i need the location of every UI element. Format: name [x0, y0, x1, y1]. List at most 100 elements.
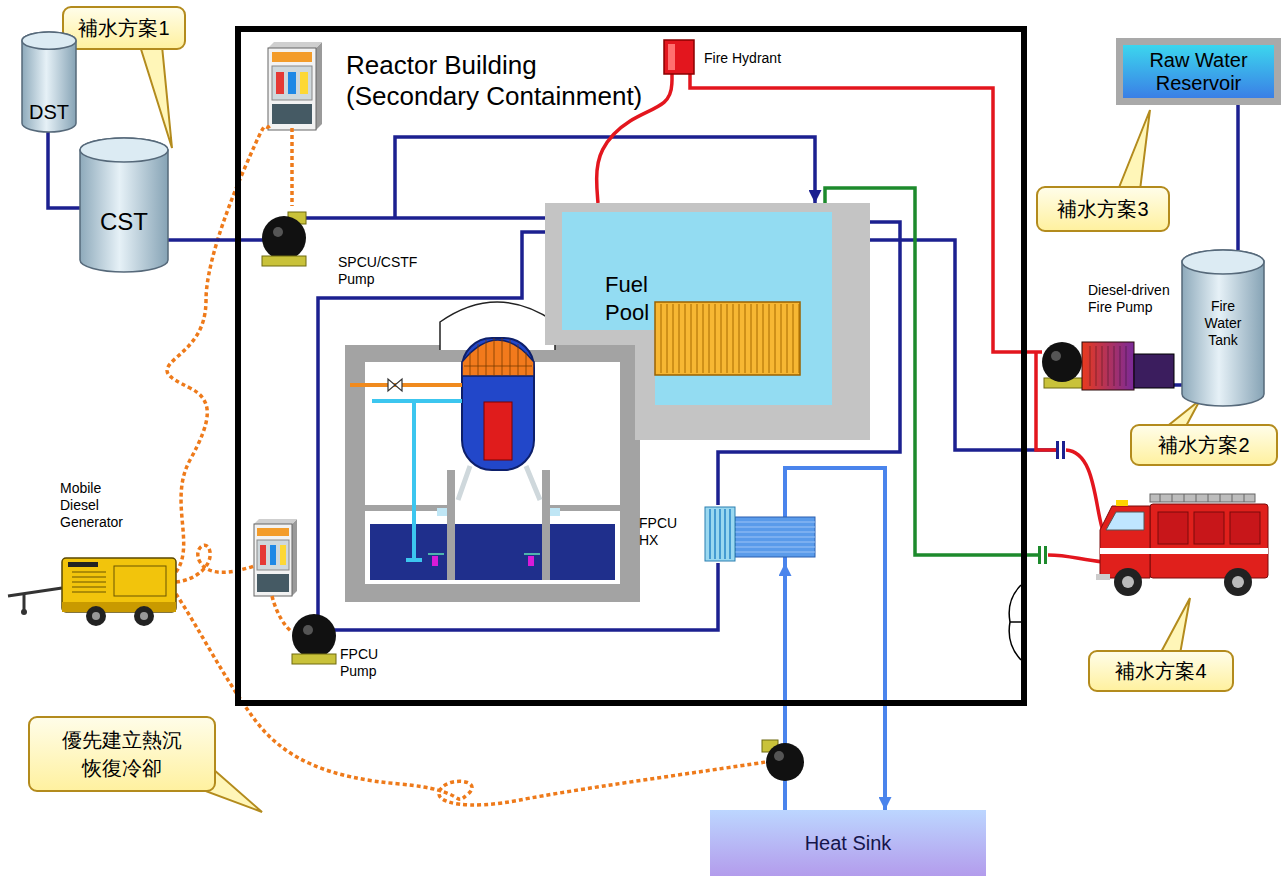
pump: FPCU Pump [288, 606, 400, 694]
pump-shape [303, 625, 313, 635]
callout-text: 補水方案4 [1096, 659, 1226, 683]
fire-water-tank-shape [1182, 250, 1264, 274]
fire-truck [1150, 504, 1268, 578]
reactor-containment [447, 470, 455, 580]
reactor-containment [370, 524, 615, 580]
electrical-panel [272, 104, 312, 124]
fire-hydrant-shape [672, 74, 690, 80]
fire-truck [1150, 494, 1255, 502]
door-symbol [1009, 585, 1021, 660]
diesel-fire-pump-shape [1082, 342, 1134, 390]
mobile-generator-shape [86, 606, 106, 626]
electrical-panel [254, 524, 292, 596]
mobile-generator: Mobile Diesel Generator [4, 478, 184, 628]
storage-tank-shape [22, 32, 76, 132]
electrical-panel [288, 72, 296, 94]
diesel-fire-pump-shape [1051, 351, 1061, 361]
tank-label: DST [25, 100, 73, 124]
heat-exchanger-shape [710, 509, 730, 559]
reactor-containment [542, 470, 550, 580]
heat-sink-label: Heat Sink [718, 831, 978, 855]
pipe-coupling [1056, 441, 1059, 459]
fire-truck [1096, 574, 1110, 580]
fire-hydrant-shape [664, 40, 694, 74]
building-heading: Reactor Building (Secondary Containment) [346, 50, 656, 112]
heat-exchanger: FPCU HX [635, 505, 820, 563]
callout-tail [1160, 598, 1190, 654]
power-cable [176, 594, 766, 805]
fire-truck [1158, 512, 1188, 544]
reactor-containment [550, 505, 620, 511]
reactor-containment [432, 556, 438, 566]
component-label: FPCU Pump [340, 646, 396, 680]
fire-truck [1114, 568, 1142, 596]
callout-bubble: 補水方案1 [62, 6, 186, 50]
heat-sink: Heat Sink [710, 810, 986, 876]
heat-sink-shape [710, 810, 986, 876]
fuel-pool: Fuel Pool [545, 203, 870, 440]
reactor-building: Reactor Building (Secondary Containment)… [235, 26, 1027, 706]
reactor-containment [528, 556, 534, 566]
callout-tail [140, 46, 1200, 812]
fire-truck [1096, 494, 1268, 596]
reservoir-label: Raw Water Reservoir [1124, 49, 1273, 95]
pipe-connector [1174, 383, 1182, 387]
reactor-containment [350, 383, 462, 387]
electrical-panel [257, 574, 289, 592]
fire-truck [1232, 576, 1244, 588]
reactor-containment [345, 302, 640, 602]
fire-water-tank-shape [1182, 250, 1264, 406]
mobile-generator-shape [134, 606, 154, 626]
callout-bubble: 補水方案2 [1130, 424, 1278, 466]
electrical-panel [272, 52, 312, 62]
mobile-generator-shape [72, 572, 106, 592]
fire-truck [1100, 548, 1268, 554]
fire-truck [1230, 512, 1260, 544]
hose [1048, 450, 1106, 562]
mobile-generator-shape [8, 588, 62, 596]
pump-shape [262, 256, 306, 266]
heat-exchanger-shape [705, 507, 735, 561]
electrical-panel [268, 42, 322, 130]
pipe-connector [1236, 105, 1240, 250]
diesel-fire-pump: Diesel-driven Fire Pump [1042, 282, 1174, 404]
reactor-containment [462, 340, 534, 376]
pump-symbol [762, 740, 804, 781]
pipe-coupling [1062, 441, 1065, 459]
electrical-panel [316, 42, 322, 130]
fuel-pool-shape [655, 302, 800, 375]
storage-tank-shape [22, 32, 76, 49]
storage-tank: DST [22, 32, 76, 132]
mobile-generator-shape [140, 612, 148, 620]
callout-tail [1118, 110, 1150, 190]
electrical-panel [268, 42, 322, 48]
door-symbol [1009, 585, 1021, 660]
mobile-generator-shape [62, 558, 176, 612]
fire-truck [1194, 512, 1224, 544]
heat-exchanger-shape [735, 522, 815, 552]
pipe-connector [318, 232, 545, 606]
water-reservoir: Raw Water Reservoir [1116, 38, 1281, 105]
power-cable [290, 128, 294, 206]
reactor-containment [388, 379, 402, 391]
fire-truck [1106, 512, 1144, 530]
mobile-generator-shape [23, 594, 26, 610]
diesel-fire-pump-shape [1090, 346, 1126, 386]
electrical-panel [272, 66, 312, 100]
power-cable [176, 545, 254, 582]
diesel-fire-pump-shape [1042, 342, 1082, 382]
pump-shape [292, 654, 336, 664]
reactor-containment [484, 402, 512, 460]
callout-text: 補水方案3 [1044, 197, 1162, 221]
electrical-panel [254, 519, 297, 524]
pump-symbol [766, 743, 804, 781]
electrical-panel [257, 540, 289, 570]
heat-exchanger-shape [635, 505, 820, 563]
fire-hydrant-shape [668, 44, 675, 70]
fire-water-tank: Fire Water Tank [1182, 250, 1264, 406]
tank-label: CST [84, 208, 164, 237]
door-symbol [1010, 621, 1021, 623]
hose [1066, 450, 1106, 540]
tank-label: Fire Water Tank [1193, 298, 1253, 348]
